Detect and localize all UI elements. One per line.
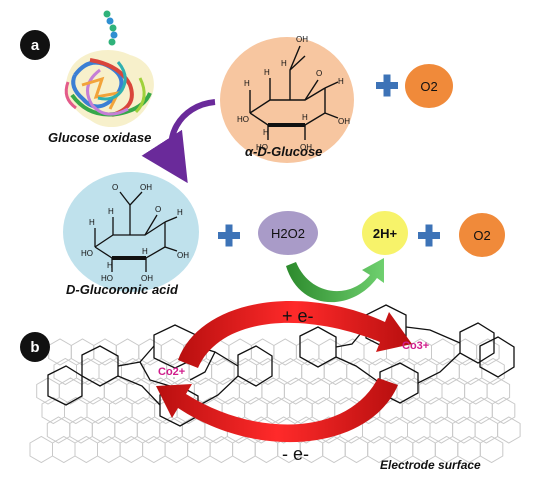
co2-label: Co2+ (158, 366, 186, 378)
hex-cell (476, 338, 500, 366)
o2-top-bubble (405, 64, 453, 108)
svg-text:OH: OH (140, 183, 152, 192)
hex-cell (486, 377, 511, 405)
minus-electron-label: - e- (282, 444, 309, 464)
svg-text:H: H (264, 68, 270, 77)
svg-text:H: H (263, 128, 269, 137)
svg-text:H: H (281, 59, 287, 68)
svg-text:H: H (302, 113, 308, 122)
green-reaction-arrow (286, 258, 384, 303)
svg-text:OH: OH (338, 117, 350, 126)
co3-label: Co3+ (402, 340, 430, 352)
two-h-plus-label: 2H+ (372, 225, 398, 241)
hex-cell (479, 435, 504, 464)
plus-sign-middle (218, 224, 240, 247)
electrode-surface-label: Electrode surface (380, 458, 481, 472)
svg-text:H: H (108, 207, 114, 216)
o2-top-label: O2 (420, 78, 438, 94)
electrode-hex-lattice (29, 338, 521, 464)
cobalt-complex-left (47, 324, 273, 427)
svg-text:H: H (89, 218, 95, 227)
svg-text:H: H (338, 77, 344, 86)
red-oxidation-arrow (178, 301, 412, 368)
plus-sign-right (418, 224, 440, 247)
svg-text:OH: OH (296, 35, 308, 44)
svg-text:O: O (316, 69, 322, 78)
two-h-plus-bubble (362, 211, 408, 255)
svg-text:H: H (244, 79, 250, 88)
svg-text:H: H (177, 208, 183, 217)
svg-text:HO: HO (81, 249, 93, 258)
svg-text:O: O (155, 205, 161, 214)
h2o2-label: H2O2 (271, 225, 305, 241)
o2-right-label: O2 (473, 227, 491, 243)
plus-electron-label: + e- (282, 306, 314, 326)
svg-text:HO: HO (237, 115, 249, 124)
glucose-oxidase-structure (64, 10, 154, 128)
plus-sign-top (376, 74, 398, 97)
alpha-d-glucose-label: α-D-Glucose (245, 144, 323, 159)
svg-text:OH: OH (141, 274, 153, 283)
hex-cell (491, 396, 516, 425)
svg-text:OH: OH (177, 251, 189, 260)
svg-text:OH: OH (300, 143, 312, 152)
svg-text:HO: HO (101, 274, 113, 283)
svg-text:HO: HO (256, 143, 268, 152)
h2o2-bubble (258, 211, 318, 255)
panel-b-badge: b (20, 332, 50, 362)
glucose-oxidase-label: Glucose oxidase (48, 130, 152, 145)
red-reduction-arrow (156, 378, 398, 443)
svg-text:O: O (112, 183, 118, 192)
svg-text:H: H (142, 247, 148, 256)
hex-cell (497, 416, 521, 444)
purple-reaction-arrow (141, 99, 216, 184)
hex-cell (481, 357, 505, 386)
enzyme-bead-chain (103, 10, 118, 46)
panel-a-badge: a (20, 30, 50, 60)
svg-text:H: H (107, 261, 113, 270)
d-glucoronic-acid-label: D-Glucoronic acid (66, 282, 178, 297)
o2-right-bubble (459, 213, 505, 257)
hex-cell (29, 435, 53, 464)
